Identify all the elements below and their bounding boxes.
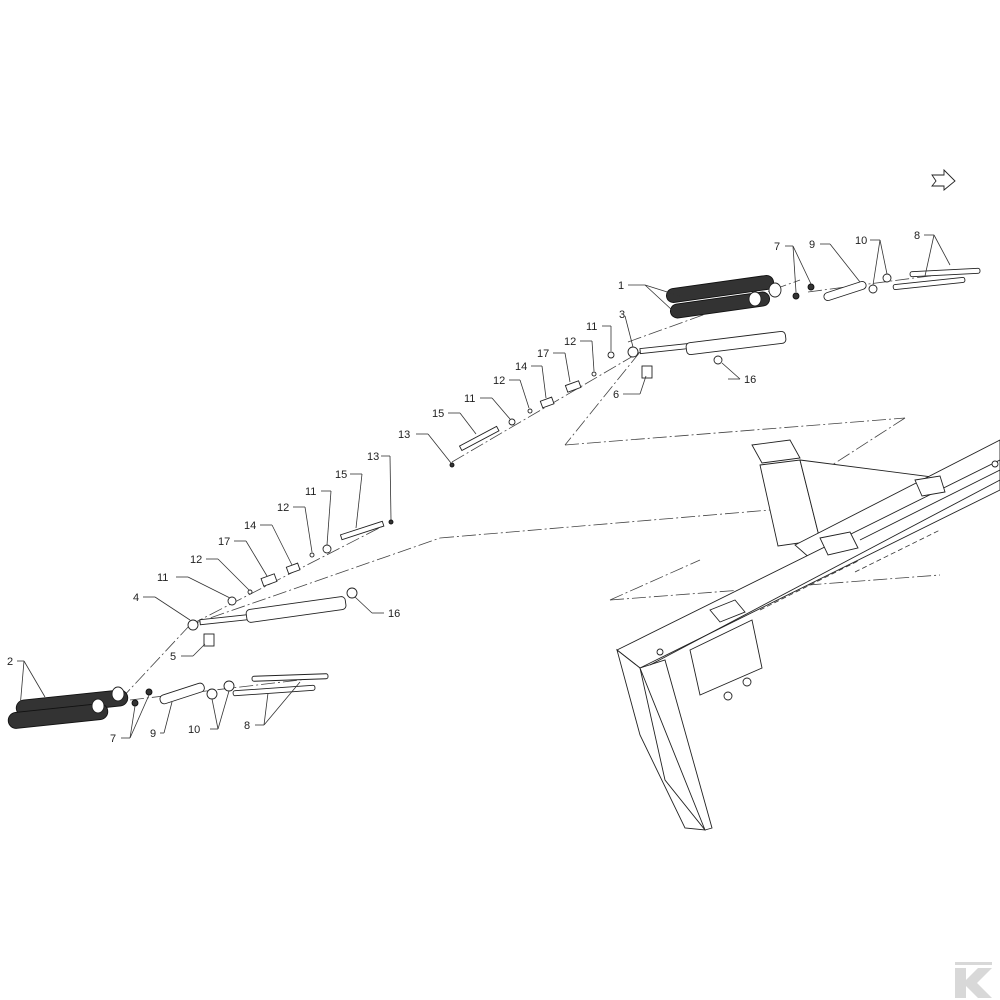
direction-arrow-icon xyxy=(931,168,956,191)
callout-lower-10: 10 xyxy=(188,724,200,736)
callout-lower-9: 9 xyxy=(150,728,156,740)
callout-upper-17: 17 xyxy=(537,348,549,360)
callout-upper-1: 1 xyxy=(618,280,624,292)
upper-stack-parts xyxy=(449,351,615,468)
upper-pin-9 xyxy=(823,280,867,302)
callout-upper-11a: 11 xyxy=(586,321,597,333)
callout-lower-11a: 11 xyxy=(157,572,168,584)
lower-cylinder-4 xyxy=(187,596,347,631)
callout-lower-12b: 12 xyxy=(277,502,289,514)
callout-labels: 1 3 6 7 8 9 10 11 11 12 12 13 14 15 16 1… xyxy=(7,230,920,745)
callout-upper-14: 14 xyxy=(515,361,527,373)
lower-rods-8 xyxy=(232,673,329,697)
lower-spring-pair xyxy=(7,686,129,729)
callout-lower-14: 14 xyxy=(244,520,256,532)
callout-upper-9: 9 xyxy=(809,239,815,251)
callout-lower-8: 8 xyxy=(244,720,250,732)
callout-lower-13: 13 xyxy=(367,451,379,463)
upper-spring-pair xyxy=(666,275,782,319)
upper-label-plate-6 xyxy=(641,365,653,379)
callout-lower-4: 4 xyxy=(133,592,139,604)
callout-upper-6: 6 xyxy=(613,389,619,401)
machine-frame xyxy=(616,439,1000,831)
callout-upper-10: 10 xyxy=(855,235,867,247)
callout-lower-16: 16 xyxy=(388,608,400,620)
callout-upper-3: 3 xyxy=(619,309,625,321)
callout-lower-7: 7 xyxy=(110,733,116,745)
callout-upper-12a: 12 xyxy=(564,336,576,348)
callout-lower-5: 5 xyxy=(170,651,176,663)
upper-rods-8 xyxy=(892,267,981,290)
callout-upper-12b: 12 xyxy=(493,375,505,387)
callout-lower-17: 17 xyxy=(218,536,230,548)
callout-lower-11b: 11 xyxy=(305,486,316,498)
upper-washers-7 xyxy=(792,283,815,300)
callout-lower-2: 2 xyxy=(7,656,13,668)
brand-logo-icon xyxy=(955,962,992,998)
callout-upper-8: 8 xyxy=(914,230,920,242)
callout-upper-15: 15 xyxy=(432,408,444,420)
callout-upper-16: 16 xyxy=(744,374,756,386)
lower-washers-7 xyxy=(131,688,153,707)
lower-label-plate-5 xyxy=(203,633,215,647)
upper-cylinder-3 xyxy=(627,330,787,358)
callout-upper-11b: 11 xyxy=(464,393,475,405)
callout-upper-13: 13 xyxy=(398,429,410,441)
callout-lower-12a: 12 xyxy=(190,554,202,566)
lower-washer-16 xyxy=(346,587,358,599)
callout-upper-7: 7 xyxy=(774,241,780,253)
lower-pin-9 xyxy=(159,682,205,705)
upper-washers-10 xyxy=(868,273,892,294)
lower-stack-parts xyxy=(227,519,394,606)
upper-washer-16 xyxy=(713,355,723,365)
callout-lower-15: 15 xyxy=(335,469,347,481)
callout-leaders xyxy=(17,234,951,739)
lower-washers-10 xyxy=(206,680,235,700)
